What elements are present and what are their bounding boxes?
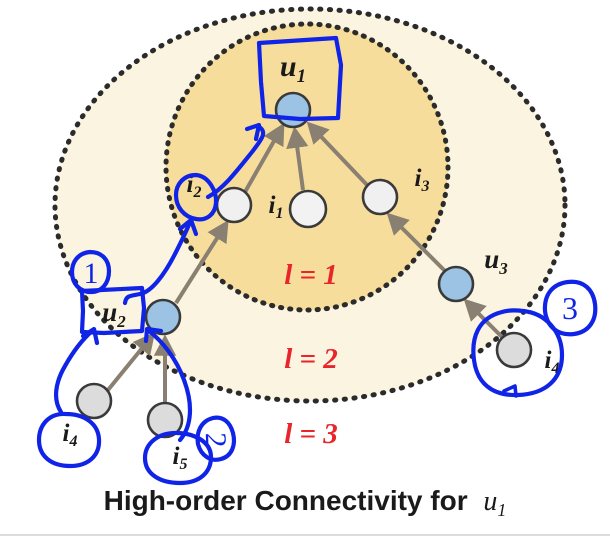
ink-arrow-i2-to-u1 xyxy=(205,123,266,200)
ink-arrowhead-u2-to-i2 xyxy=(177,217,199,237)
node-i1[interactable] xyxy=(288,189,328,229)
node-label-i1: i1 xyxy=(269,192,284,222)
annot-number-1: 1 xyxy=(84,257,99,290)
node-u2[interactable] xyxy=(144,298,182,336)
ink-circle-annot-3 xyxy=(542,279,598,337)
ink-arrow-u2-to-i2 xyxy=(122,219,193,306)
caption-math-base: u xyxy=(483,486,497,517)
node-label-i4a: i4 xyxy=(63,420,78,450)
node-label-i3: i3 xyxy=(415,165,430,195)
level-label-3: l = 3 xyxy=(284,418,338,450)
figure-caption: High-order Connectivity for u1 xyxy=(104,485,507,520)
node-i2[interactable] xyxy=(215,186,253,224)
level-labels: l = 1 l = 2 l = 3 xyxy=(284,259,338,450)
ink-arrowhead-i4a-to-u2 xyxy=(80,326,100,346)
node-label-i4b: i4 xyxy=(545,347,560,377)
ink-box-u2 xyxy=(79,285,147,336)
node-u1[interactable] xyxy=(274,91,312,129)
ink-arrowhead-i5-to-u2 xyxy=(143,326,164,344)
annot-number-2: 2 xyxy=(199,432,233,448)
node-i5[interactable] xyxy=(146,401,184,439)
annot-number-3: 3 xyxy=(562,290,578,326)
ink-circle-annot-2 xyxy=(195,415,237,462)
node-label-i5: i5 xyxy=(173,443,188,473)
caption-label: High-order Connectivity for xyxy=(104,485,468,516)
node-u3[interactable] xyxy=(437,265,475,303)
ink-circle-annot-1 xyxy=(69,249,112,295)
node-label-i2: i2 xyxy=(187,171,202,201)
node-i3[interactable] xyxy=(361,178,399,216)
edge-i1-u1 xyxy=(286,126,309,191)
ink-lasso-i4a xyxy=(36,411,102,469)
level-label-2: l = 2 xyxy=(284,343,338,375)
node-i4a[interactable] xyxy=(75,382,113,420)
svg-text:High-order Connectivity for: High-order Connectivity for u1 xyxy=(104,485,507,520)
node-labels: u1 i2 i1 i3 u2 u3 i4 i5 i4 xyxy=(63,50,560,473)
ink-lasso-i2 xyxy=(173,172,219,222)
ink-lasso-i5 xyxy=(142,430,214,486)
ink-lasso-i4b xyxy=(471,308,565,398)
node-i4b[interactable] xyxy=(495,331,533,369)
edge-i2-u1 xyxy=(243,122,285,193)
edge-u3-i3 xyxy=(386,212,447,273)
ink-arrow-i5-to-u2 xyxy=(146,328,193,443)
level-label-1: l = 1 xyxy=(284,259,338,291)
node-label-u3: u3 xyxy=(484,244,508,278)
ink-arrowhead-i2-to-u1 xyxy=(244,122,262,142)
node-label-u1: u1 xyxy=(280,50,306,87)
ink-box-u1 xyxy=(256,35,344,122)
annotation-numbers: 1 2 3 xyxy=(84,257,579,448)
edge-i4a-u2 xyxy=(106,332,156,392)
caption-math-sub: 1 xyxy=(497,500,506,520)
edge-u2-i2 xyxy=(174,219,229,305)
graph-nodes xyxy=(75,91,533,439)
node-label-u2: u2 xyxy=(102,297,126,331)
ink-annotations xyxy=(36,35,598,486)
ink-lasso-i4b-tail xyxy=(502,384,518,398)
ink-arrow-i4a-to-u2 xyxy=(54,328,95,415)
region-inner-l1 xyxy=(163,21,451,313)
edge-i3-u1 xyxy=(306,121,370,188)
